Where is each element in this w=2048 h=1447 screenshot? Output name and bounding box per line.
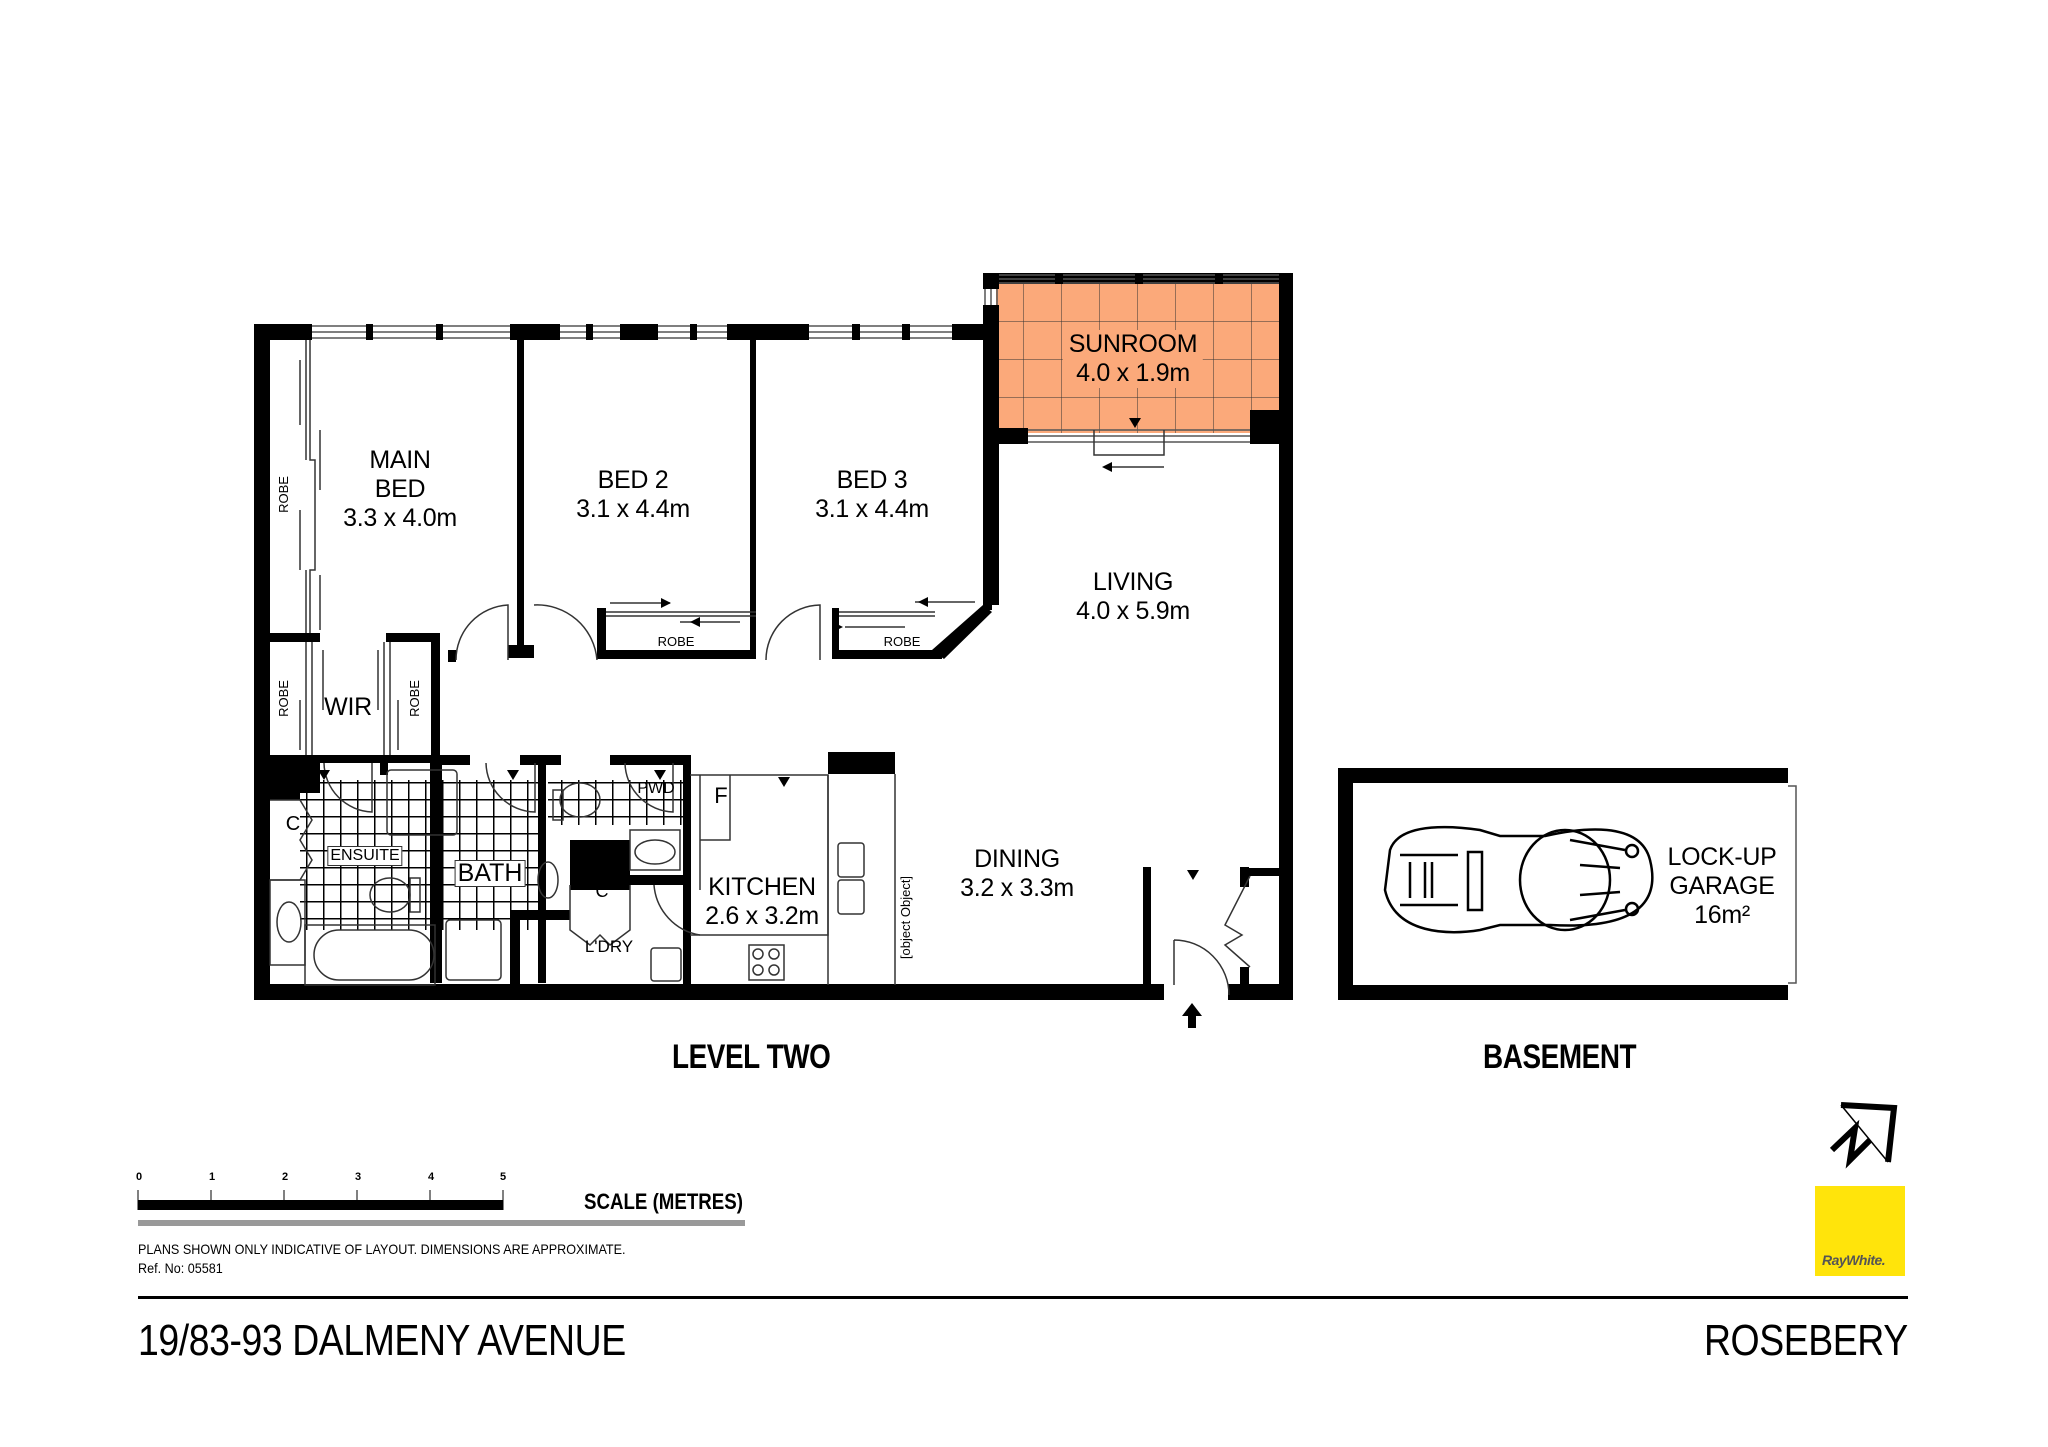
label-cupboard-ensuite: C xyxy=(285,813,301,835)
car-icon xyxy=(1383,825,1654,934)
label-robe-bed2: ROBE xyxy=(657,634,695,649)
north-arrow-icon xyxy=(1829,1102,1898,1169)
ray-white-logo: RayWhite. xyxy=(1815,1186,1905,1276)
room-living: LIVING 4.0 x 5.9m xyxy=(1076,568,1190,626)
property-address: 19/83-93 DALMENY AVENUE xyxy=(138,1316,626,1365)
scale-title: SCALE (METRES) xyxy=(584,1189,743,1214)
label-robe-wir-left: ROBE xyxy=(275,680,291,717)
scale-tick-0: 0 xyxy=(135,1171,143,1183)
scale-tick-4: 4 xyxy=(427,1171,435,1183)
label-laundry: L'DRY xyxy=(584,937,634,956)
garage-door xyxy=(1788,785,1797,984)
room-main-bed: MAIN BED 3.3 x 4.0m xyxy=(343,446,457,532)
room-name: BED 2 xyxy=(597,466,669,494)
room-name: BED 3 xyxy=(836,466,908,494)
room-dimensions: 3.1 x 4.4m xyxy=(576,494,690,523)
ray-white-logo-text: RayWhite. xyxy=(1822,1252,1886,1268)
interior-walls xyxy=(270,340,1279,985)
label-robe-wir-right: ROBE xyxy=(406,680,422,717)
scale-bar xyxy=(137,1190,745,1226)
windows xyxy=(312,274,1279,443)
room-sunroom: SUNROOM 4.0 x 1.9m xyxy=(1062,330,1204,388)
room-name: BED xyxy=(374,474,426,503)
room-name: MAIN xyxy=(369,446,431,474)
label-bath: BATH xyxy=(454,860,526,887)
room-dining: DINING 3.2 x 3.3m xyxy=(960,845,1074,903)
room-name: LIVING xyxy=(1092,568,1174,596)
room-dimensions: 4.0 x 1.9m xyxy=(1076,358,1190,387)
room-name: WIR xyxy=(324,693,372,721)
room-name: SUNROOM xyxy=(1068,330,1198,358)
room-name: LOCK-UP xyxy=(1667,843,1777,871)
room-name: KITCHEN xyxy=(708,873,816,901)
label-breakfast-bar: [object Object] xyxy=(898,875,914,960)
window-mullions xyxy=(1055,273,1223,284)
label-robe-main: ROBE xyxy=(275,476,291,513)
door-direction-arrows xyxy=(318,418,1199,880)
room-dimensions: 4.0 x 5.9m xyxy=(1076,596,1190,625)
footer-rule xyxy=(138,1296,1908,1299)
room-wir: WIR xyxy=(324,693,372,722)
room-garage: LOCK-UP GARAGE 16m² xyxy=(1667,843,1776,929)
scale-tick-1: 1 xyxy=(208,1171,216,1183)
room-kitchen: KITCHEN 2.6 x 3.2m xyxy=(705,873,819,931)
label-fridge: F xyxy=(714,783,728,808)
garage-walls xyxy=(1338,768,1788,1000)
scale-tick-5: 5 xyxy=(499,1171,507,1183)
label-pwd: PWD xyxy=(637,780,675,797)
room-area: 16m² xyxy=(1694,900,1750,929)
room-bed-2: BED 2 3.1 x 4.4m xyxy=(576,466,690,524)
room-dimensions: 2.6 x 3.2m xyxy=(705,901,819,930)
reference-number: Ref. No: 05581 xyxy=(138,1260,223,1276)
room-name: DINING xyxy=(974,845,1060,873)
scale-tick-2: 2 xyxy=(281,1171,289,1183)
room-dimensions: 3.1 x 4.4m xyxy=(815,494,929,523)
label-robe-bed3: ROBE xyxy=(883,634,921,649)
room-bed-3: BED 3 3.1 x 4.4m xyxy=(815,466,929,524)
room-name: GARAGE xyxy=(1669,871,1775,900)
label-cupboard-laundry: C xyxy=(595,881,609,901)
room-dimensions: 3.3 x 4.0m xyxy=(343,503,457,532)
scale-tick-3: 3 xyxy=(354,1171,362,1183)
disclaimer-text: PLANS SHOWN ONLY INDICATIVE OF LAYOUT. D… xyxy=(138,1241,626,1257)
room-dimensions: 3.2 x 3.3m xyxy=(960,873,1074,902)
property-suburb: ROSEBERY xyxy=(1704,1316,1908,1365)
level-title-basement: BASEMENT xyxy=(1483,1038,1637,1076)
entry-arrow-icon xyxy=(1182,1003,1202,1028)
fixtures xyxy=(269,340,1251,996)
label-linen: [object Object] xyxy=(1277,885,1293,970)
level-title-level-two: LEVEL TWO xyxy=(672,1038,831,1076)
label-ensuite: ENSUITE xyxy=(327,846,403,866)
